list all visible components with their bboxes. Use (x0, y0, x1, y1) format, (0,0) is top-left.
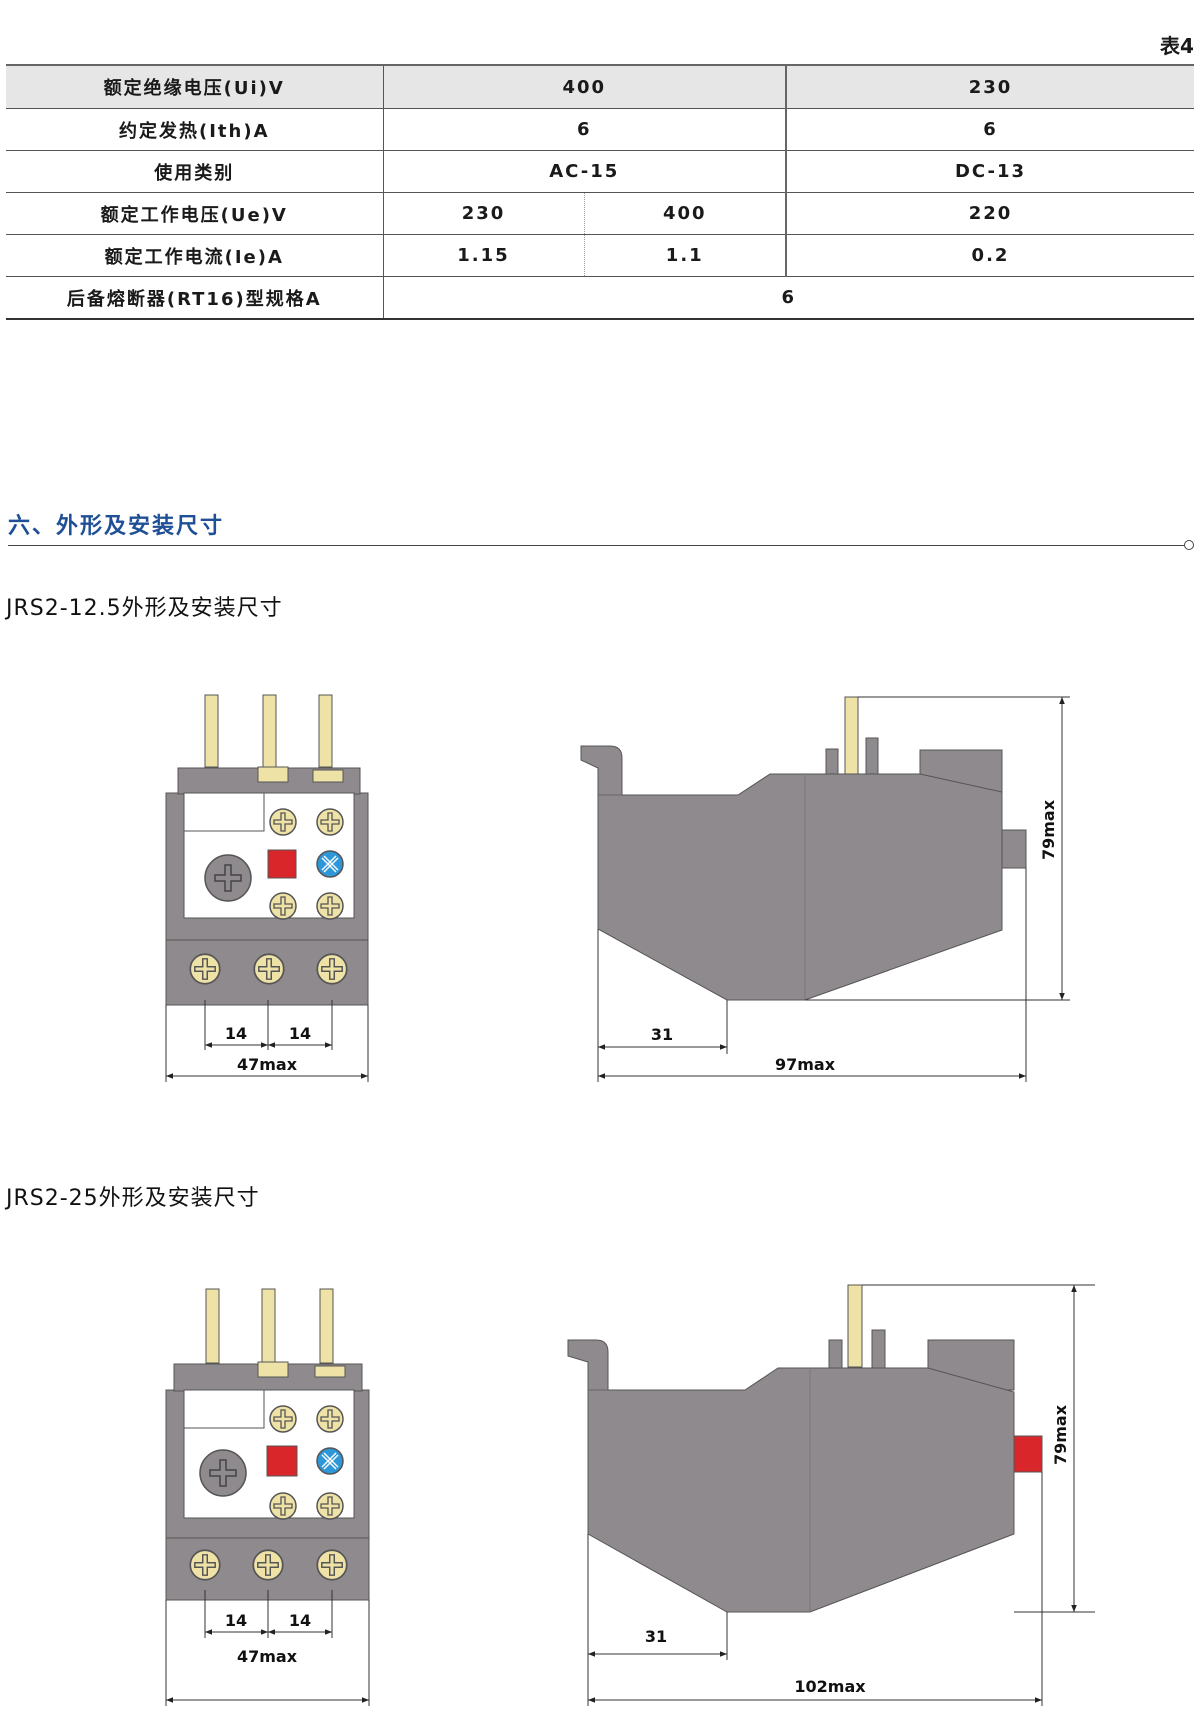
blue-screw-icon (316, 1447, 344, 1475)
screw-icon (269, 808, 297, 836)
cell-value: AC-15 (382, 150, 786, 193)
dim-label: 14 (289, 1611, 311, 1630)
pin-stub (865, 737, 879, 779)
drawing-title-2: JRS2-25外形及安装尺寸 (6, 1186, 260, 1211)
dim-label: 102max (794, 1677, 866, 1696)
terminal-pin (847, 1284, 863, 1368)
dim-label: 14 (225, 1024, 247, 1043)
cell-value: 1.1 (583, 234, 786, 277)
cell-value: 6 (382, 108, 786, 151)
screw-icon (316, 1405, 344, 1433)
adjust-knob-icon (204, 854, 252, 902)
terminal-pin (205, 1288, 220, 1364)
screw-icon (269, 892, 297, 920)
screw-icon (269, 1492, 297, 1520)
divider-end-dot (1184, 540, 1194, 550)
cell-value: 230 (785, 64, 1194, 109)
screw-icon (253, 953, 285, 985)
terminal-pin (844, 696, 859, 778)
side-button (1001, 829, 1027, 869)
dim-label: 14 (225, 1611, 247, 1630)
side-dimensions-2 (587, 1284, 1095, 1706)
row-label: 额定绝缘电压(Ui)V (6, 64, 383, 109)
row-label: 后备熔断器(RT16)型规格A (6, 276, 383, 320)
reset-button-red (267, 849, 297, 879)
relay-body-side (580, 745, 1003, 1001)
front-dimensions-2 (165, 1590, 370, 1706)
row-label: 约定发热(Ith)A (6, 108, 383, 151)
side-view-2: 31 102max 79max (567, 1284, 1095, 1706)
table-row: 额定工作电流(Ie)A 1.15 1.1 0.2 (6, 234, 1194, 277)
dim-label: 47max (237, 1055, 298, 1074)
table-row: 额定工作电压(Ue)V 230 400 220 (6, 192, 1194, 235)
pin-base (312, 769, 344, 783)
section-heading: 六、外形及安装尺寸 (8, 514, 225, 539)
screw-icon (189, 1549, 221, 1581)
table-row: 约定发热(Ith)A 6 6 (6, 108, 1194, 151)
side-view-1: 31 97max 79max (580, 696, 1070, 1082)
screw-icon (269, 1405, 297, 1433)
dim-label: 31 (645, 1627, 667, 1646)
pin-stub (828, 1339, 843, 1369)
table-row: 后备熔断器(RT16)型规格A 6 (6, 276, 1194, 320)
terminal-pin (318, 694, 333, 768)
spec-table: 额定绝缘电压(Ui)V 400 230 约定发热(Ith)A 6 6 使用类别 … (6, 64, 1194, 320)
pin-base (257, 1361, 289, 1378)
dim-label: 14 (289, 1024, 311, 1043)
cell-value: 0.2 (785, 234, 1194, 277)
screw-icon (316, 953, 348, 985)
side-dimensions-1 (597, 696, 1070, 1082)
table-number-label: 表4 (1160, 34, 1194, 58)
section-divider (8, 545, 1184, 546)
row-label: 额定工作电流(Ie)A (6, 234, 383, 277)
front-view-1: 14 14 47max (165, 694, 369, 1082)
dim-label: 47max (237, 1647, 298, 1666)
drawing-title-1: JRS2-12.5外形及安装尺寸 (6, 596, 283, 621)
pin-base (314, 1365, 346, 1378)
table-row: 额定绝缘电压(Ui)V 400 230 (6, 64, 1194, 109)
pin-stub (871, 1329, 886, 1369)
dim-label: 31 (651, 1025, 673, 1044)
terminal-pin (261, 1288, 276, 1364)
row-label: 使用类别 (6, 150, 383, 193)
relay-body-side (567, 1339, 1015, 1613)
label-window (183, 792, 265, 832)
screw-icon (316, 1492, 344, 1520)
front-view-2: 14 14 47max (165, 1288, 370, 1706)
reset-button-red (1013, 1435, 1043, 1473)
pin-base (257, 766, 289, 783)
dim-label: 79max (1051, 1404, 1070, 1465)
terminal-pin (262, 694, 277, 768)
dim-label: 79max (1039, 799, 1058, 860)
terminal-pin (319, 1288, 334, 1364)
cell-value: 6 (785, 108, 1194, 151)
screw-icon (316, 808, 344, 836)
dim-label: 97max (775, 1055, 836, 1074)
screw-icon (252, 1549, 284, 1581)
row-label: 额定工作电压(Ue)V (6, 192, 383, 235)
cell-value: 220 (785, 192, 1194, 235)
cell-value: 6 (382, 276, 1194, 320)
adjust-knob-icon (199, 1449, 247, 1497)
pin-stub (825, 748, 839, 778)
cell-value: 1.15 (382, 234, 584, 277)
front-dimensions-1 (165, 1000, 369, 1082)
table-row: 使用类别 AC-15 DC-13 (6, 150, 1194, 193)
cell-value: 400 (583, 192, 786, 235)
terminal-pin (204, 694, 219, 768)
cell-value: DC-13 (785, 150, 1194, 193)
cell-value: 400 (382, 64, 786, 109)
cell-value: 230 (382, 192, 584, 235)
blue-screw-icon (316, 850, 344, 878)
screw-icon (316, 1549, 348, 1581)
screw-icon (189, 953, 221, 985)
label-window (183, 1389, 265, 1429)
reset-button-red (266, 1445, 298, 1477)
screw-icon (316, 892, 344, 920)
